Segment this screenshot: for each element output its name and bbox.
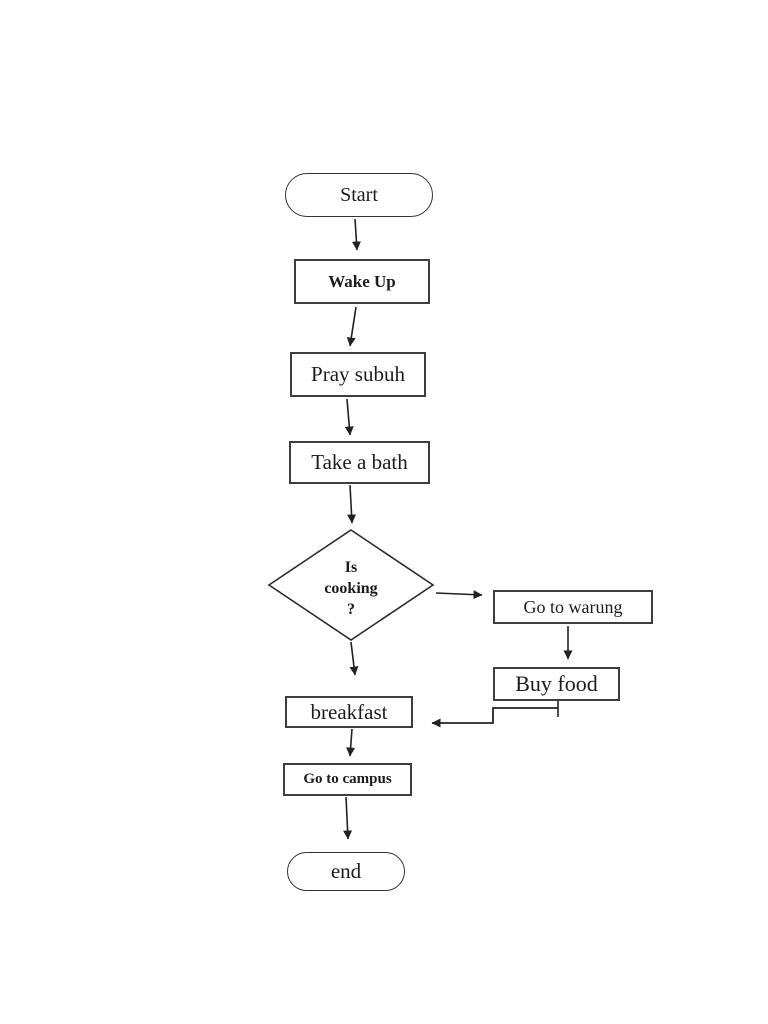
arrow-takeabath-to-iscooking: [347, 484, 357, 524]
node-buy-food-label: Buy food: [515, 671, 598, 697]
decision-diamond-shape: [267, 529, 435, 641]
node-start: Start: [285, 173, 433, 217]
arrow-campus-to-end: [343, 796, 353, 840]
arrow-praysubuh-to-takeabath: [344, 398, 354, 436]
node-wake-up: Wake Up: [294, 259, 430, 304]
node-wake-up-label: Wake Up: [328, 271, 396, 291]
is-cooking-line-3: ?: [347, 600, 355, 618]
node-end: end: [287, 852, 405, 891]
node-is-cooking: Is cooking ?: [267, 528, 435, 642]
connector-buyfood-to-breakfast: [431, 707, 558, 728]
node-go-to-campus-label: Go to campus: [303, 770, 392, 787]
node-pray-subuh: Pray subuh: [290, 352, 426, 397]
node-pray-subuh-label: Pray subuh: [311, 362, 405, 387]
node-take-a-bath-label: Take a bath: [311, 450, 408, 475]
node-end-label: end: [330, 859, 362, 884]
node-go-to-campus: Go to campus: [283, 763, 412, 796]
arrow-breakfast-to-campus: [346, 728, 356, 757]
arrow-wakeup-to-praysubuh: [346, 306, 357, 347]
arrow-start-to-wakeup: [351, 218, 361, 251]
node-take-a-bath: Take a bath: [289, 441, 430, 484]
node-go-to-warung-label: Go to warung: [523, 596, 623, 617]
node-breakfast: breakfast: [285, 696, 413, 728]
node-buy-food: Buy food: [493, 667, 620, 701]
is-cooking-line-2: cooking: [324, 579, 378, 597]
is-cooking-line-1: Is: [344, 558, 358, 576]
node-go-to-warung: Go to warung: [493, 590, 653, 624]
arrow-iscooking-to-breakfast: [349, 641, 359, 676]
node-is-cooking-label: Is cooking ?: [267, 528, 435, 642]
node-breakfast-label: breakfast: [310, 699, 388, 724]
arrow-iscooking-to-warung: [435, 590, 483, 600]
node-start-label: Start: [340, 183, 378, 206]
